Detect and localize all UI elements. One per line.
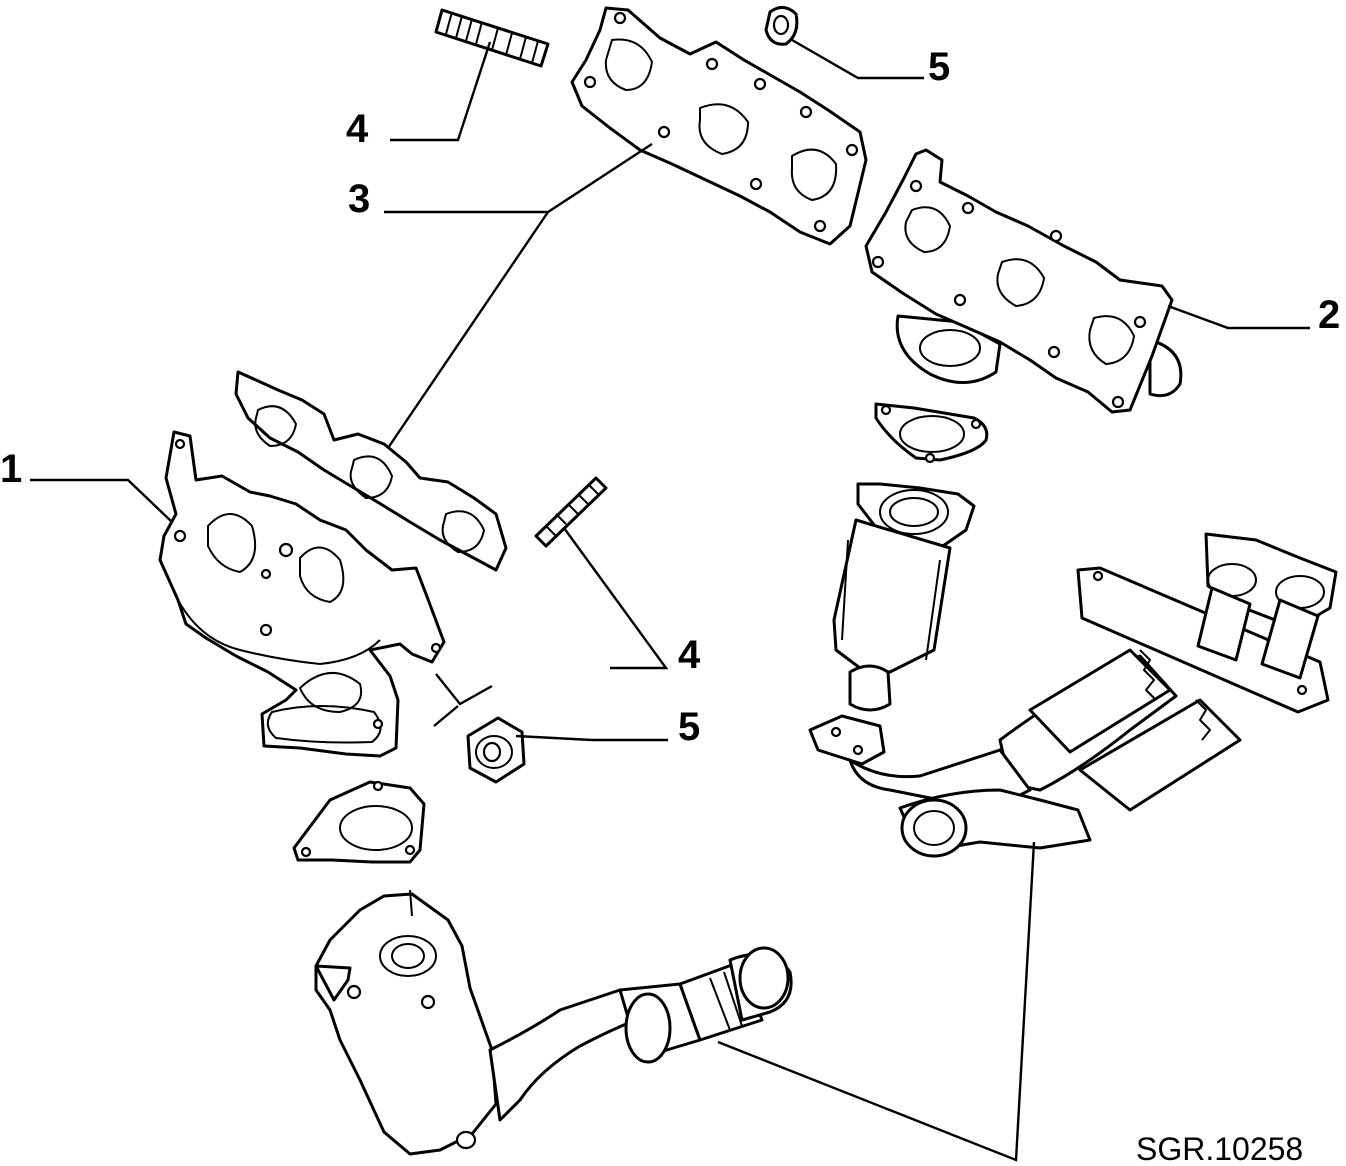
callout-3: 3: [348, 177, 370, 221]
drawing-code: SGR.10258: [1136, 1131, 1303, 1166]
callout-4-middle: 4: [678, 633, 701, 677]
flange-gasket-right: [874, 402, 989, 464]
nut-top: [764, 6, 799, 46]
catalytic-converter-right: [808, 482, 976, 766]
manifold-right: [864, 148, 1183, 414]
callout-5-middle: 5: [678, 705, 700, 749]
downpipe-left: [488, 946, 793, 1122]
y-pipe-right: [848, 532, 1338, 858]
gasket-lower: [234, 370, 508, 572]
manifold-left: [158, 430, 446, 758]
catalytic-converter-left: [314, 889, 498, 1156]
stud-top: [434, 8, 550, 68]
callout-2: 2: [1318, 293, 1340, 337]
nut-middle: [466, 716, 526, 784]
callout-1: 1: [0, 447, 22, 491]
gasket-upper: [570, 6, 868, 246]
callout-4-top: 4: [346, 107, 369, 151]
flange-gasket-left: [292, 780, 426, 864]
stud-middle: [534, 476, 608, 548]
callout-5-top: 5: [928, 45, 950, 89]
leader-lines: [30, 38, 1310, 1162]
